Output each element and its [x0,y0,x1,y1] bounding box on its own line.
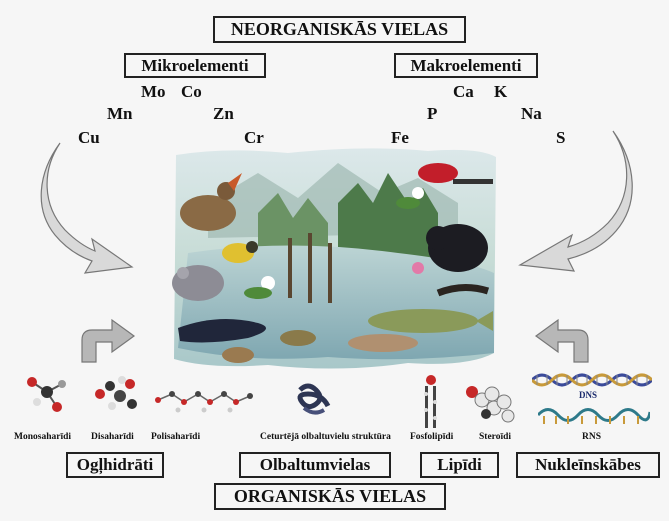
monosaccharides-caption: Monosaharīdi [14,432,72,442]
right-curved-arrow-icon [518,130,633,272]
carbohydrates-label: Ogļhidrāti [66,452,164,478]
element-ca: Ca [453,82,474,101]
element-s: S [556,128,566,147]
inorganic-title: NEORGANISKĀS VIELAS [213,16,466,43]
polysaccharides-caption: Polisaharīdi [151,432,201,442]
lipids-label: Lipīdi [420,452,499,478]
rna-strand-icon [538,408,650,424]
element-mn: Mn [107,104,133,123]
left-bent-arrow-icon [81,318,136,363]
proteins-label: Olbaltumvielas [239,452,391,478]
element-na: Na [521,104,542,123]
nature-illustration [172,148,496,369]
disaccharide-molecule-icon [95,376,137,410]
right-bent-arrow-icon [534,318,589,363]
protein-structure-icon [297,383,331,415]
element-fe: Fe [391,128,409,147]
protein-structure-caption: Ceturtējā olbaltuvielu struktūra [260,432,391,442]
micro-elements-label: Mikroelementi [124,53,266,78]
element-cu: Cu [78,128,100,147]
phospholipids-caption: Fosfolipīdi [410,432,454,442]
dna-label: DNS [579,390,598,400]
organic-title: ORGANISKĀS VIELAS [214,483,446,510]
rna-caption: RNS [582,432,602,442]
monosaccharide-molecule-icon [27,377,66,412]
steroid-molecule-icon [466,386,515,423]
nucleic-acids-label: Nukleīnskābes [516,452,660,478]
polysaccharide-molecule-icon [155,391,253,413]
phospholipid-molecule-icon [424,375,437,428]
steroids-caption: Steroīdi [479,432,512,442]
dna-helix-icon [532,373,652,387]
left-curved-arrow-icon [40,142,134,274]
element-co: Co [181,82,202,101]
macro-elements-label: Makroelementi [394,53,538,78]
element-p: P [427,104,438,123]
element-cr: Cr [244,128,264,147]
element-mo: Mo [141,82,166,101]
disaccharides-caption: Disaharīdi [91,432,134,442]
element-zn: Zn [213,104,234,123]
element-k: K [494,82,508,101]
